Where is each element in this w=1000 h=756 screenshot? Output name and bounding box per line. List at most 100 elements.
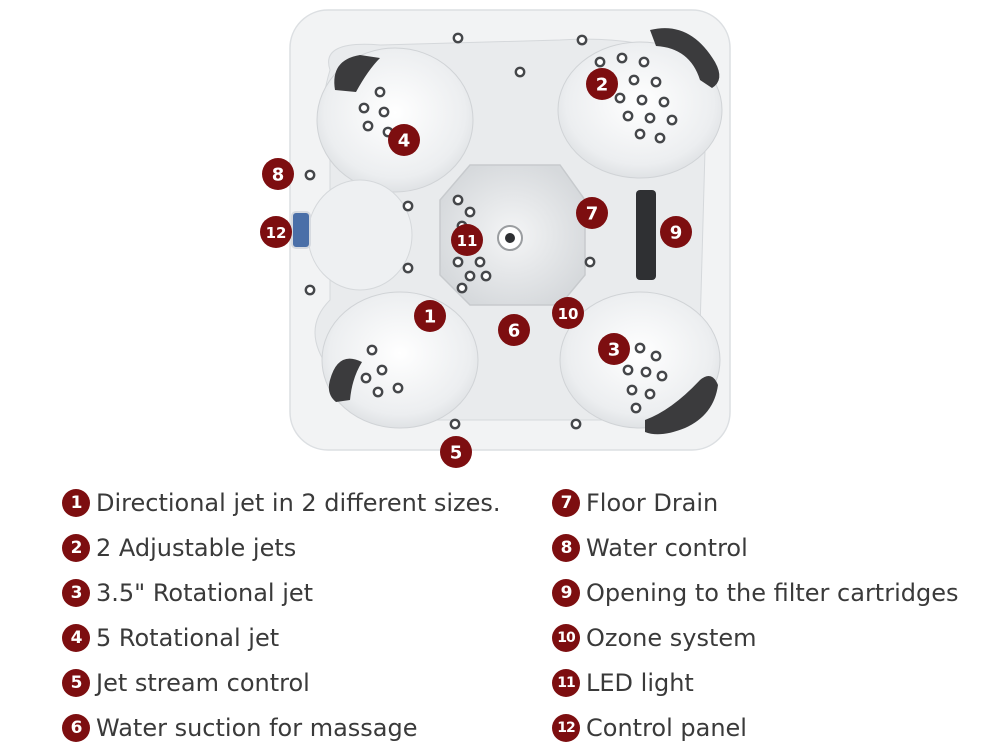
legend-label: Water suction for massage	[96, 714, 418, 742]
seat-bottom-right	[559, 291, 721, 429]
diagram-marker-11: 11	[451, 224, 483, 256]
legend-number-badge: 3	[62, 579, 90, 607]
jet-icon	[644, 112, 656, 124]
jet-icon	[622, 110, 634, 122]
jet-icon	[358, 102, 370, 114]
jet-icon	[372, 386, 384, 398]
jet-icon	[654, 132, 666, 144]
jet-icon	[614, 92, 626, 104]
legend-number-badge: 6	[62, 714, 90, 742]
jet-icon	[402, 200, 414, 212]
jet-icon	[449, 418, 461, 430]
seat-left	[307, 179, 413, 291]
jet-icon	[456, 282, 468, 294]
diagram-marker-5: 5	[440, 436, 472, 468]
jet-icon	[374, 86, 386, 98]
filter-opening	[636, 190, 656, 280]
legend-label: 3.5" Rotational jet	[96, 579, 314, 607]
diagram-marker-6: 6	[498, 314, 530, 346]
marker-number: 3	[608, 340, 621, 361]
jet-icon	[650, 350, 662, 362]
legend-number-badge: 10	[552, 624, 580, 652]
legend-number-badge: 12	[552, 714, 580, 742]
jet-icon	[402, 262, 414, 274]
legend-label: Jet stream control	[96, 669, 310, 697]
jet-icon	[360, 372, 372, 384]
marker-number: 1	[424, 307, 437, 328]
marker-number: 7	[586, 204, 599, 225]
legend-number-badge: 11	[552, 669, 580, 697]
jet-icon	[630, 402, 642, 414]
control-panel	[291, 211, 311, 249]
jet-icon	[658, 96, 670, 108]
marker-badge	[414, 300, 446, 332]
legend-label: Directional jet in 2 different sizes.	[96, 489, 501, 517]
diagram-marker-9: 9	[660, 216, 692, 248]
jet-icon	[622, 364, 634, 376]
diagram-marker-10: 10	[552, 297, 584, 329]
jet-icon	[644, 388, 656, 400]
jet-icon	[464, 270, 476, 282]
jet-icon	[366, 344, 378, 356]
marker-badge	[552, 297, 584, 329]
jet-icon	[304, 284, 316, 296]
jet-icon	[362, 120, 374, 132]
legend-label: 5 Rotational jet	[96, 624, 280, 652]
marker-badge	[388, 124, 420, 156]
jet-icon	[640, 366, 652, 378]
marker-badge	[576, 197, 608, 229]
jet-icon	[626, 384, 638, 396]
jet-icon	[376, 364, 388, 376]
legend-label: Control panel	[586, 714, 747, 742]
jet-icon	[576, 34, 588, 46]
jet-icon	[636, 94, 648, 106]
headrest-top-right	[650, 28, 720, 88]
headrest-top-left	[334, 55, 380, 92]
diagram-marker-12: 12	[260, 216, 292, 248]
legend-label: Ozone system	[586, 624, 757, 652]
jet-icon	[638, 56, 650, 68]
jet-icon	[474, 256, 486, 268]
marker-number: 12	[266, 224, 287, 242]
marker-number: 10	[558, 305, 579, 323]
legend-label: Opening to the filter cartridges	[586, 579, 959, 607]
diagram-marker-8: 8	[262, 158, 294, 190]
jet-icon	[452, 256, 464, 268]
marker-badge	[440, 436, 472, 468]
legend-label: LED light	[586, 669, 694, 697]
jet-icon	[570, 418, 582, 430]
legend-number-badge: 9	[552, 579, 580, 607]
headrest-bottom-right	[645, 376, 718, 435]
jets	[304, 32, 678, 430]
legend-number-badge: 1	[62, 489, 90, 517]
legend-label: Floor Drain	[586, 489, 719, 517]
diagram-marker-7: 7	[576, 197, 608, 229]
legend-number-badge: 2	[62, 534, 90, 562]
jet-icon	[656, 370, 668, 382]
jet-icon	[584, 256, 596, 268]
marker-number: 11	[457, 232, 478, 250]
jet-icon	[304, 169, 316, 181]
jet-icon	[514, 66, 526, 78]
jet-icon	[594, 56, 606, 68]
jet-icon	[616, 52, 628, 64]
jet-icon	[634, 128, 646, 140]
marker-number: 6	[508, 321, 521, 342]
marker-badge	[586, 68, 618, 100]
jet-icon	[392, 382, 404, 394]
marker-badge	[451, 224, 483, 256]
jet-icon	[452, 194, 464, 206]
legend-number-badge: 5	[62, 669, 90, 697]
jet-icon	[666, 114, 678, 126]
headrest-bottom-left	[328, 358, 362, 402]
marker-badge	[498, 314, 530, 346]
